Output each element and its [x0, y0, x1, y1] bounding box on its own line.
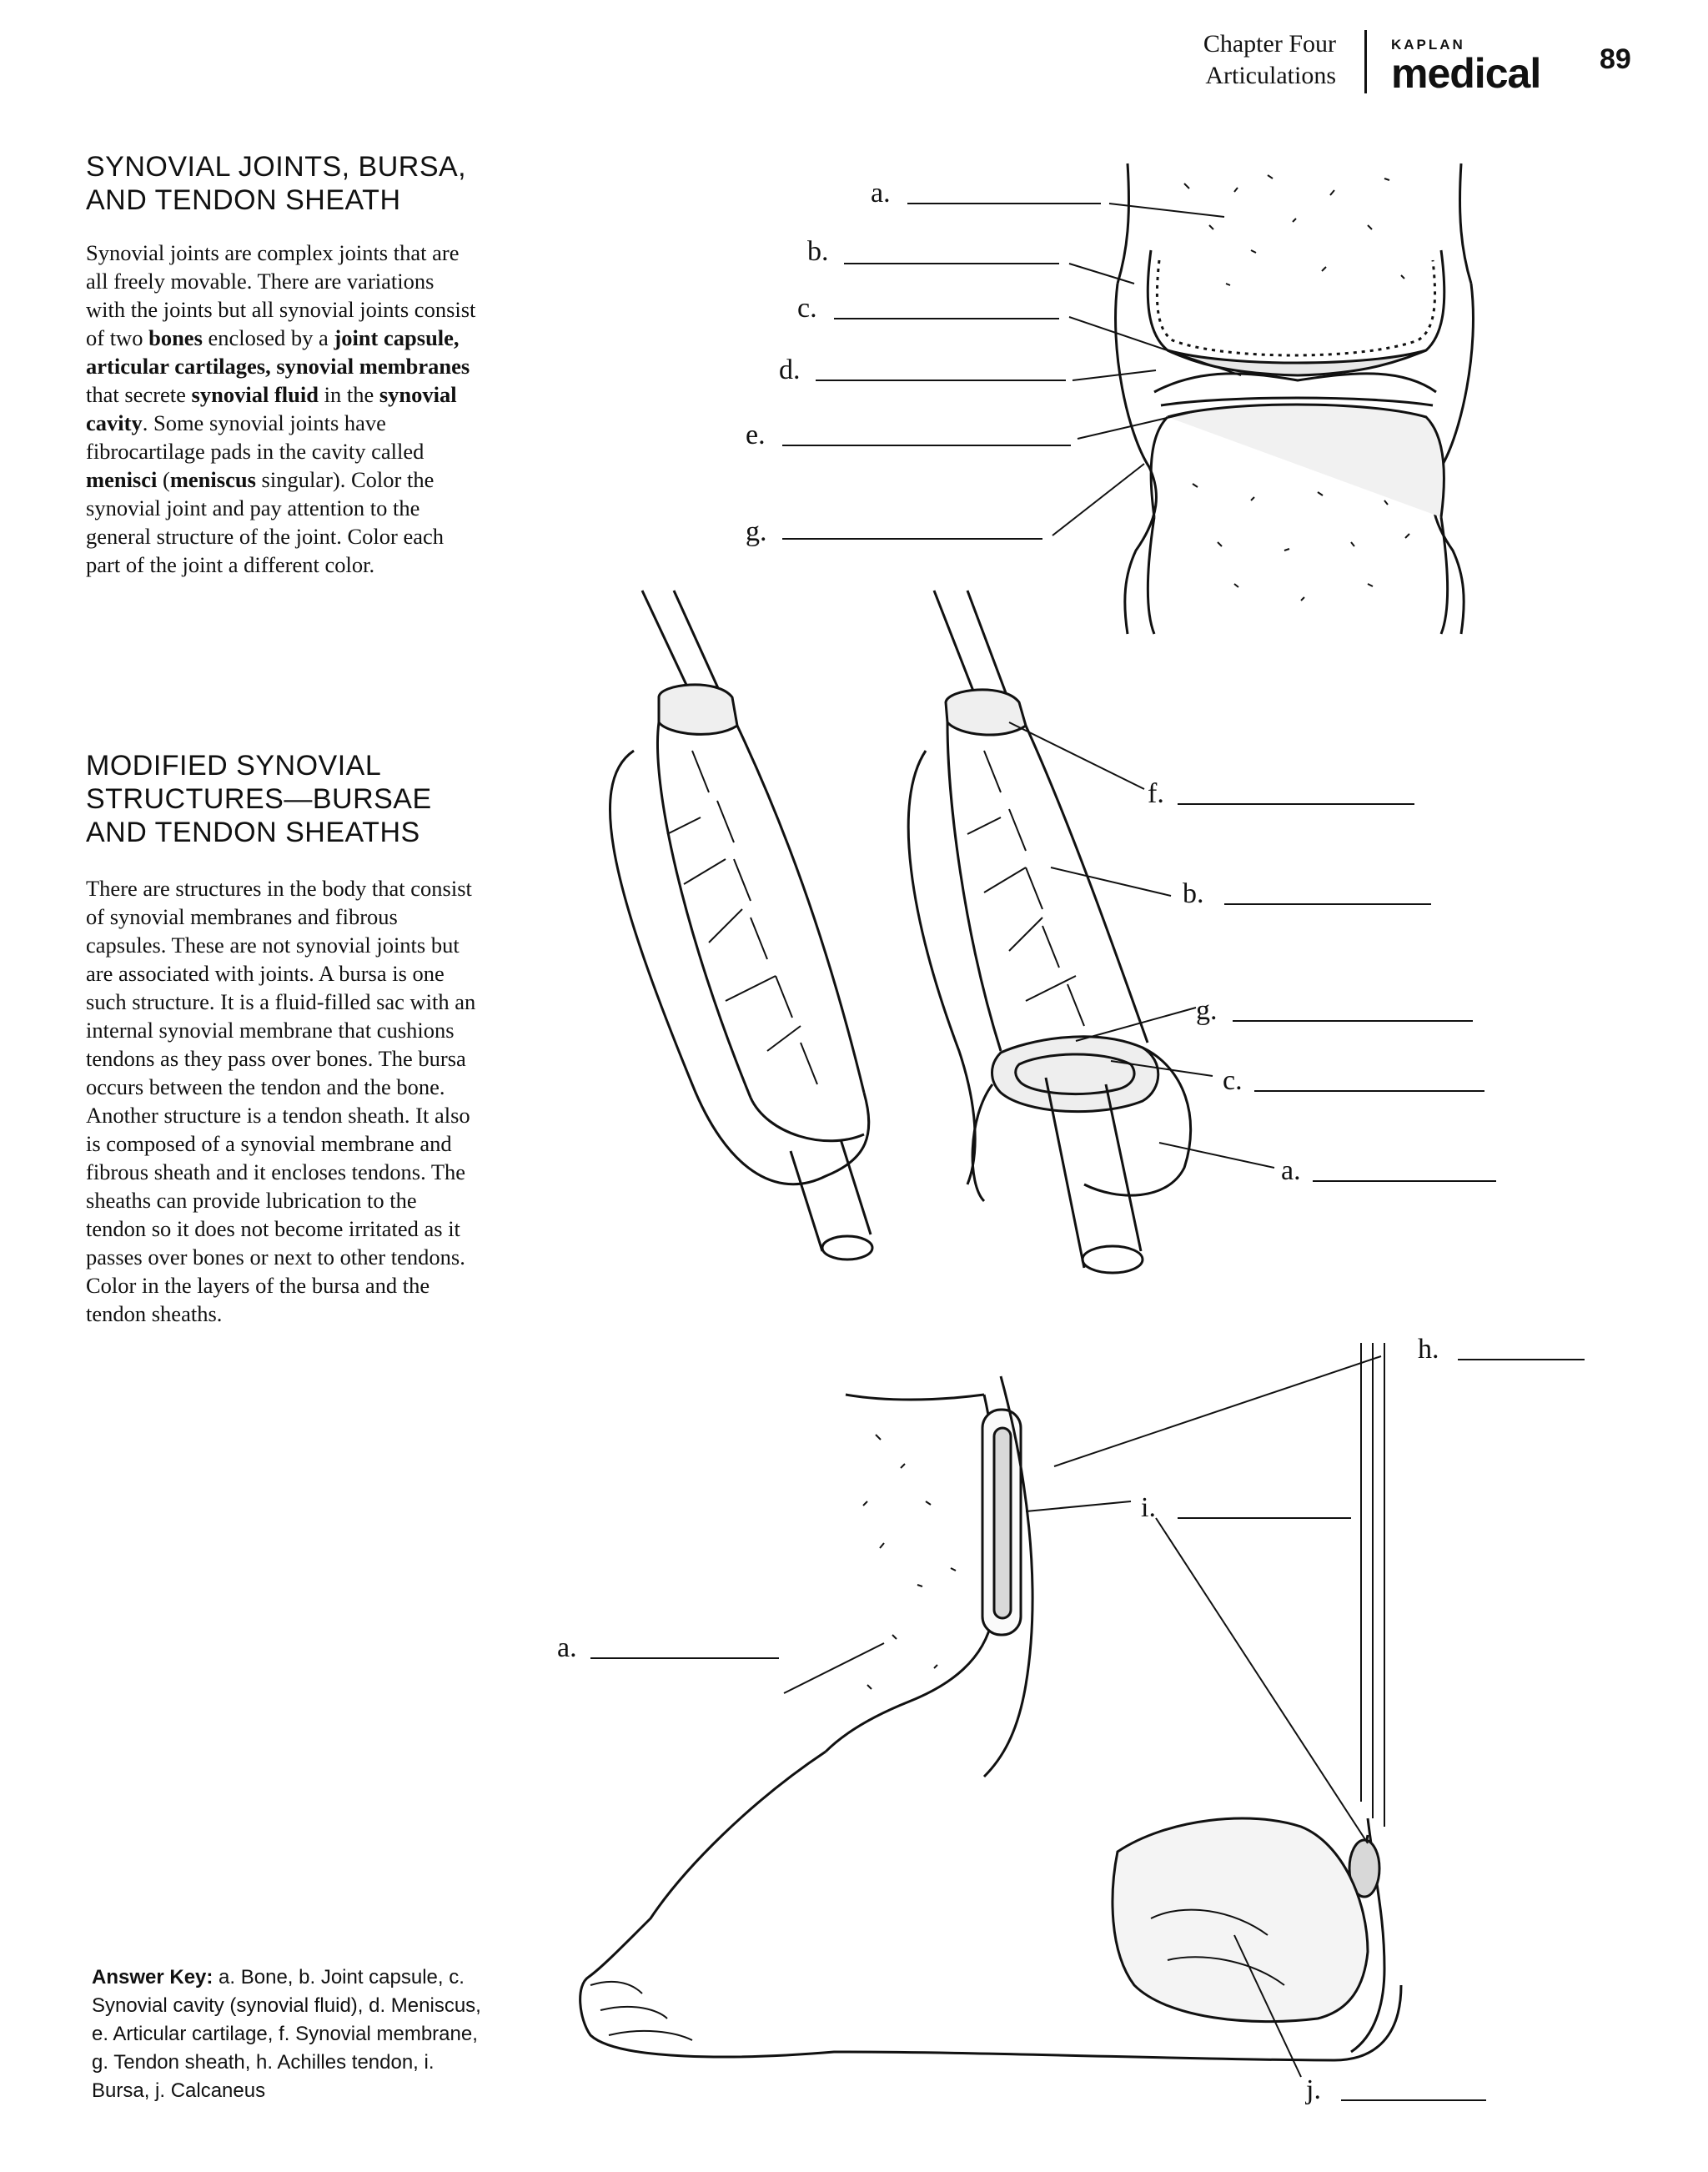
- fig3-label-i: i.: [1141, 1492, 1156, 1523]
- fig1-label-a: a.: [871, 178, 891, 209]
- fig1-label-c: c.: [797, 293, 817, 324]
- fig1-label-g: g.: [746, 516, 767, 547]
- fig3-label-j: j.: [1305, 2074, 1321, 2105]
- fig2-label-b: b.: [1183, 878, 1204, 909]
- fig2-label-g: g.: [1196, 995, 1218, 1026]
- tendon-sheath-illustration: [610, 591, 1496, 1273]
- fig2-label-a: a.: [1281, 1155, 1301, 1186]
- fig1-label-b: b.: [807, 236, 829, 267]
- fig3-label-h: h.: [1418, 1334, 1439, 1365]
- fig2-label-c: c.: [1223, 1065, 1243, 1096]
- figure1-labels: a. b. c. d. e. g.: [746, 178, 891, 547]
- fig1-label-d: d.: [779, 354, 801, 385]
- ankle-bursa-illustration: [580, 1343, 1585, 2100]
- fig2-label-f: f.: [1148, 778, 1164, 809]
- fig1-label-e: e.: [746, 420, 766, 450]
- synovial-joint-illustration: [782, 163, 1473, 634]
- fig3-label-a: a.: [557, 1632, 577, 1663]
- figure2-labels: f. b. g. c. a.: [1148, 778, 1301, 1186]
